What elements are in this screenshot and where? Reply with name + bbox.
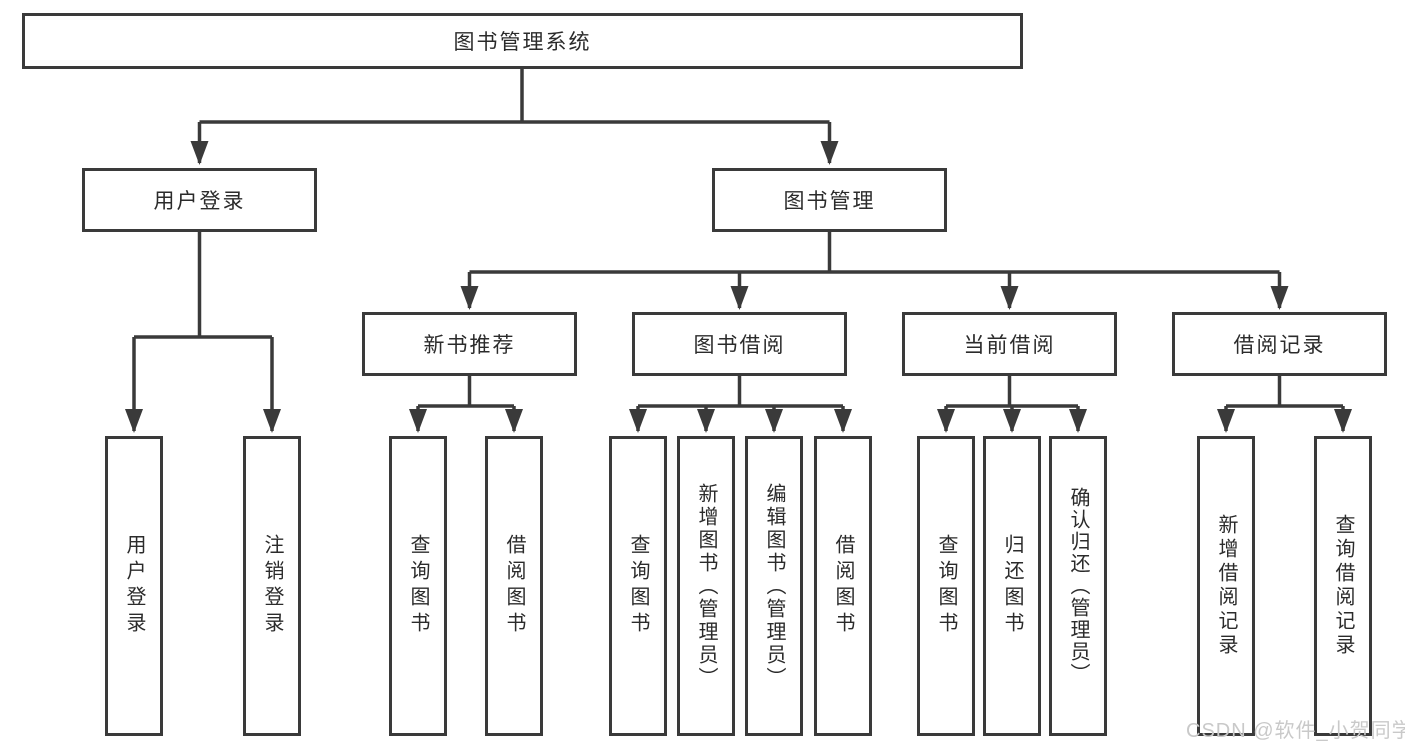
node-book-borrow: 图书借阅: [632, 312, 847, 376]
leaf-edit-book-admin: 编辑图书（管理员）: [745, 436, 803, 736]
leaf-add-book-admin: 新增图书（管理员）: [677, 436, 735, 736]
csdn-watermark: CSDN @软件_小贺同学: [1186, 720, 1405, 742]
node-book-management: 图书管理: [712, 168, 947, 232]
leaf-query-borrow-record: 查询借阅记录: [1314, 436, 1372, 736]
leaf-query-book-current: 查询图书: [917, 436, 975, 736]
leaf-return-book: 归还图书: [983, 436, 1041, 736]
leaf-confirm-return-admin: 确认归还（管理员）: [1049, 436, 1107, 736]
leaf-query-book-borrow: 查询图书: [609, 436, 667, 736]
leaf-borrow-book-recommend: 借阅图书: [485, 436, 543, 736]
leaf-user-login: 用户登录: [105, 436, 163, 736]
node-current-borrow: 当前借阅: [902, 312, 1117, 376]
node-borrow-record: 借阅记录: [1172, 312, 1387, 376]
leaf-borrow-book: 借阅图书: [814, 436, 872, 736]
leaf-add-borrow-record: 新增借阅记录: [1197, 436, 1255, 736]
node-root-library-system: 图书管理系统: [22, 13, 1023, 69]
node-user-login: 用户登录: [82, 168, 317, 232]
leaf-logout: 注销登录: [243, 436, 301, 736]
leaf-query-book-recommend: 查询图书: [389, 436, 447, 736]
node-new-book-recommend: 新书推荐: [362, 312, 577, 376]
